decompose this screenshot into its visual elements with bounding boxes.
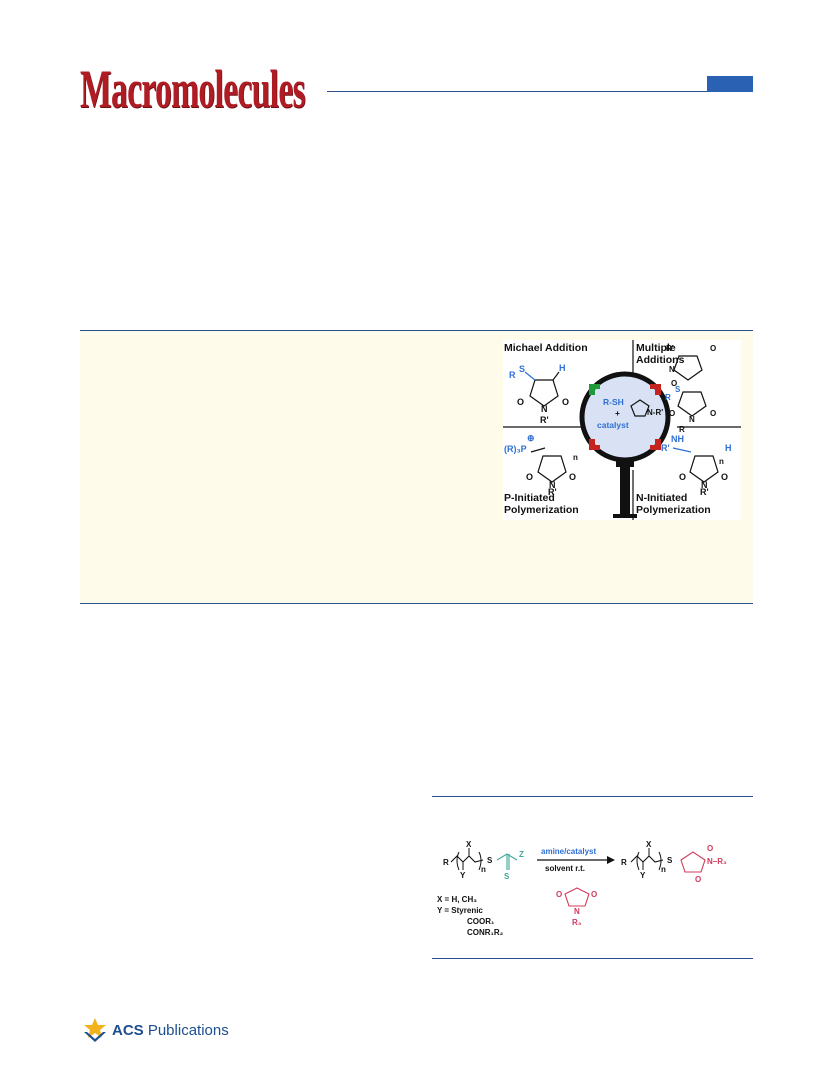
lens-text-catalyst: catalyst xyxy=(597,420,629,430)
scheme-reactant-z: Z xyxy=(519,850,524,859)
michael-s: S xyxy=(519,364,526,374)
multi-o-bottom-right: O xyxy=(710,409,717,418)
quadrant-label-multiple-line2: Additions xyxy=(636,354,685,366)
michael-r: R xyxy=(509,370,516,380)
scheme-arrow-bottom-label: solvent r.t. xyxy=(545,864,586,873)
scheme-product-n-r3: N–R₃ xyxy=(707,857,727,866)
publisher-name: ACS Publications xyxy=(112,1022,229,1039)
scheme-product-o-top: O xyxy=(707,844,714,853)
scheme-product-s: S xyxy=(667,856,673,865)
scheme-arrow-top-label: amine/catalyst xyxy=(541,847,597,856)
toc-graphic: Michael Addition Multiple Additions P-In… xyxy=(503,340,741,520)
n-init-r-prime-bottom: R' xyxy=(700,487,709,497)
toc-graphic-drawing xyxy=(503,340,741,520)
multi-r-bottom: R xyxy=(679,425,685,434)
michael-r-prime: R' xyxy=(540,415,549,425)
header-rule xyxy=(327,91,707,92)
multi-o-bottom-left: O xyxy=(669,409,676,418)
acs-logo-icon xyxy=(84,1018,106,1042)
p-init-o-left: O xyxy=(526,472,534,482)
scheme-product-x: X xyxy=(646,840,652,849)
multi-n-bottom: N xyxy=(689,415,695,424)
scheme-reactant-s: S xyxy=(487,856,493,865)
reaction-scheme-drawing xyxy=(450,848,706,907)
lens-text-n-r: N-R' xyxy=(647,408,664,417)
scheme-note-2: Y = Styrenic xyxy=(437,906,483,915)
publisher-name-rest: Publications xyxy=(143,1022,229,1039)
quadrant-label-multiple-line1: Multiple xyxy=(636,342,676,354)
michael-o-left: O xyxy=(517,397,525,407)
scheme-note-1: X = H, CH₃ xyxy=(437,895,477,904)
scheme-maleimide-n: N xyxy=(574,907,580,916)
quadrant-label-n-initiated-line2: Polymerization xyxy=(636,504,711,516)
reaction-scheme: R X Y n S Z S amine/catalyst solvent r.t… xyxy=(437,830,747,950)
scheme-product-y: Y xyxy=(640,871,646,880)
p-init-r-prime: R' xyxy=(548,487,557,497)
n-init-o-right: O xyxy=(721,472,729,482)
quadrant-label-p-initiated-line2: Polymerization xyxy=(504,504,579,516)
quadrant-label-p-initiated-line1: P-Initiated xyxy=(504,492,555,504)
scheme-maleimide-r3: R₃ xyxy=(572,918,582,927)
multi-r-prime-top: R' xyxy=(666,344,674,353)
n-init-n-atom: N xyxy=(701,480,708,490)
scheme-maleimide-o-left: O xyxy=(556,890,563,899)
n-init-o-left: O xyxy=(679,472,687,482)
scheme-reactant-y: Y xyxy=(460,871,466,880)
multi-s: S xyxy=(675,385,681,394)
michael-n: N xyxy=(541,404,548,414)
p-init-plus: ⊕ xyxy=(527,433,535,443)
n-init-r-prime: R' xyxy=(661,443,670,453)
multi-r-s: R xyxy=(665,393,671,402)
publisher-name-bold: ACS xyxy=(112,1022,144,1039)
p-init-o-right: O xyxy=(569,472,577,482)
michael-o-right: O xyxy=(562,397,570,407)
scheme-reactant-x: X xyxy=(466,840,472,849)
scheme-product-o-bottom: O xyxy=(695,875,702,884)
scheme-note-4: CONR₁R₂ xyxy=(467,928,504,937)
header-box xyxy=(707,76,753,92)
scheme-reactant-s2: S xyxy=(504,872,510,881)
p-init-n: n xyxy=(573,453,578,462)
scheme-bottom-rule xyxy=(432,958,753,959)
multi-n-top: N xyxy=(669,365,675,374)
scheme-reactant-n: n xyxy=(481,865,486,874)
journal-title: Macromolecules xyxy=(80,59,306,119)
p-init-n-atom: N xyxy=(549,480,556,490)
michael-h: H xyxy=(559,363,566,373)
scheme-reactant-r: R xyxy=(443,858,449,867)
lens-text-plus: + xyxy=(615,408,620,418)
multi-o-mid: O xyxy=(671,379,678,388)
scheme-product-n: n xyxy=(661,865,666,874)
scheme-maleimide-o-right: O xyxy=(591,890,598,899)
n-init-nh: NH xyxy=(671,434,684,444)
scheme-top-rule xyxy=(432,796,753,797)
quadrant-label-n-initiated-line1: N-Initiated xyxy=(636,492,688,504)
lens-text-rsh: R-SH xyxy=(603,397,624,407)
scheme-product-r: R xyxy=(621,858,627,867)
p-init-phosphonium: (R)₃P xyxy=(504,444,527,454)
quadrant-label-michael-addition: Michael Addition xyxy=(504,342,588,354)
scheme-note-3: COOR₁ xyxy=(467,917,495,926)
n-init-n: n xyxy=(719,457,724,466)
n-init-h: H xyxy=(725,443,732,453)
multi-o-top: O xyxy=(710,344,717,353)
